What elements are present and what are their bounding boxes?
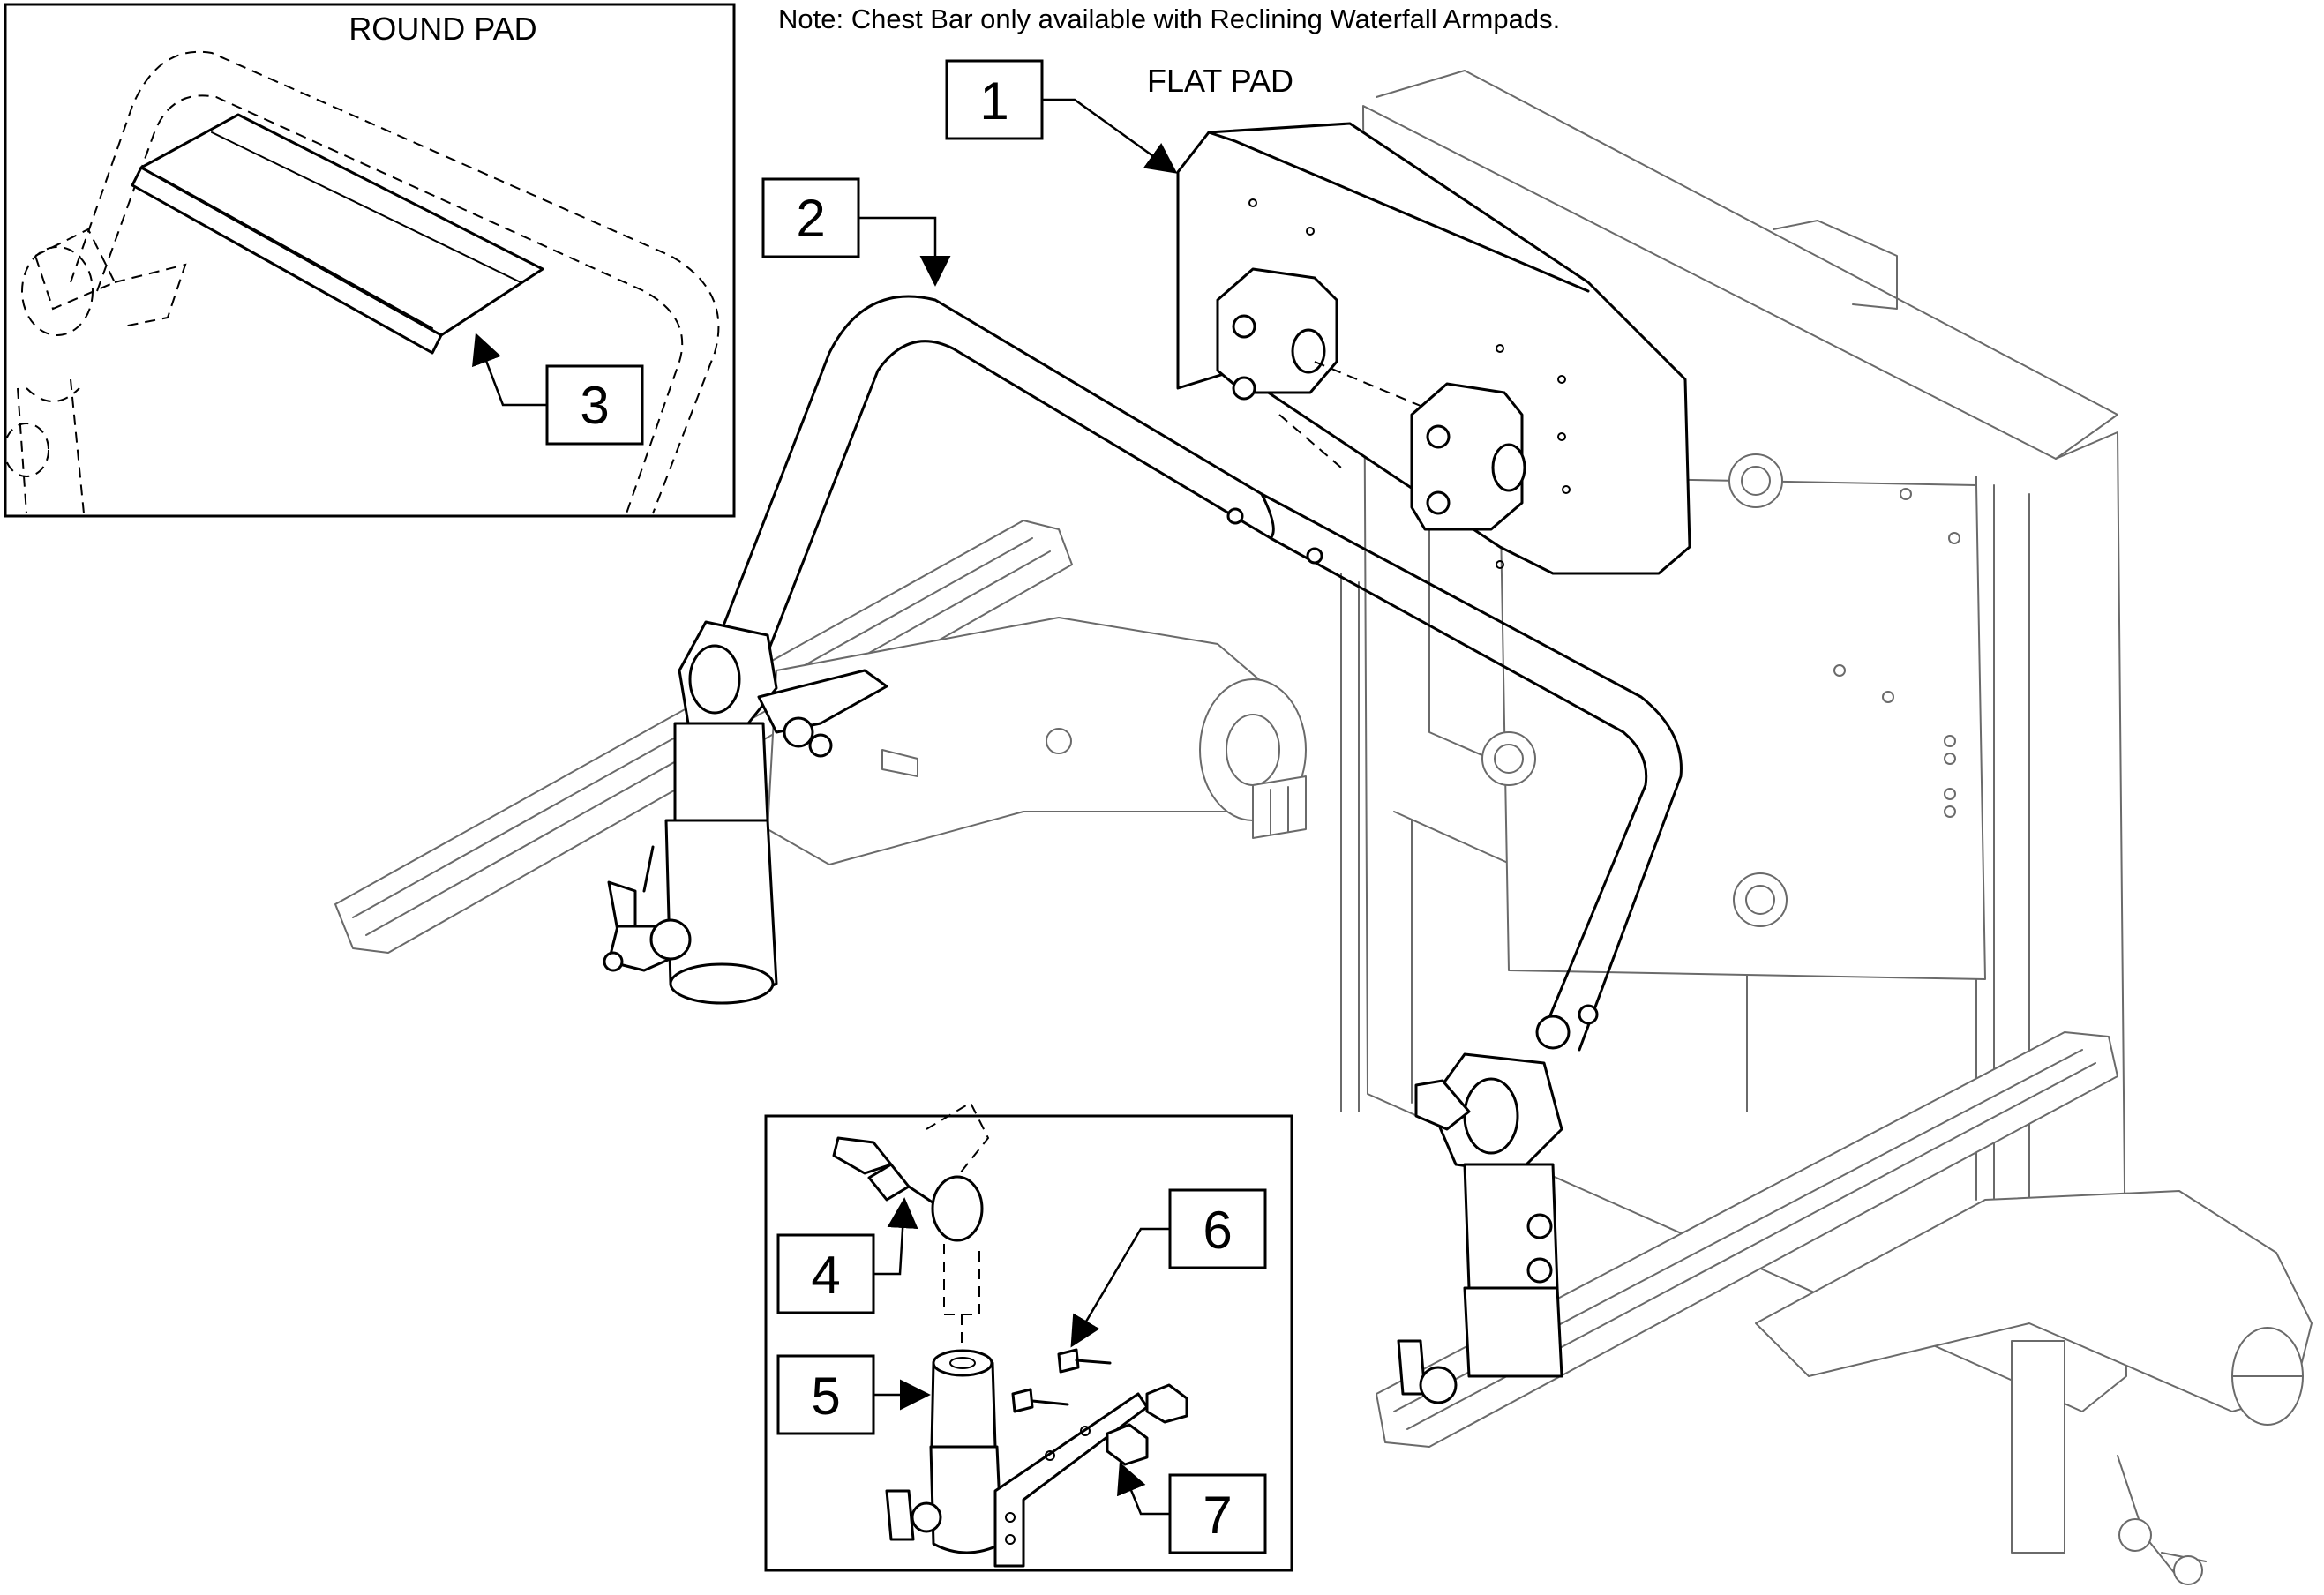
- callout-5: 5: [776, 1354, 931, 1435]
- callout-2: 2: [761, 177, 951, 287]
- chest-bar: [713, 295, 1683, 1052]
- left-clamp-assembly: [603, 620, 888, 1005]
- svg-text:5: 5: [811, 1367, 840, 1426]
- flat-pad-label: FLAT PAD: [1147, 63, 1293, 99]
- callout-7: 7: [1117, 1462, 1267, 1554]
- callout-4: 4: [776, 1197, 918, 1314]
- round-pad-inset: ROUND PAD: [4, 3, 736, 518]
- svg-text:3: 3: [580, 376, 609, 435]
- note-text: Note: Chest Bar only available with Recl…: [778, 4, 1560, 34]
- svg-text:7: 7: [1203, 1486, 1232, 1545]
- round-pad-title: ROUND PAD: [349, 11, 536, 47]
- svg-text:6: 6: [1203, 1201, 1232, 1260]
- right-armrest: [1376, 1031, 2313, 1585]
- flat-pad: [1176, 122, 1691, 575]
- svg-text:2: 2: [796, 189, 825, 248]
- svg-text:1: 1: [979, 71, 1008, 131]
- right-clamp-assembly: [1397, 1015, 1571, 1404]
- svg-text:4: 4: [811, 1246, 840, 1305]
- callout-3: 3: [472, 333, 644, 446]
- back-mounting-plate: [1481, 453, 1986, 980]
- callout-1: 1: [945, 59, 1178, 174]
- callout-6: 6: [1070, 1188, 1267, 1348]
